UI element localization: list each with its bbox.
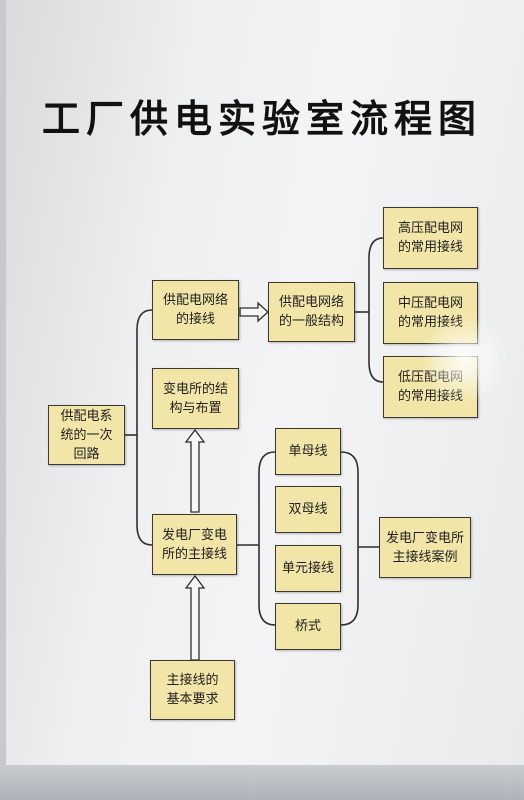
node-double-bus: 双母线 [275,486,341,533]
node-hv-wiring: 高压配电网 的常用接线 [383,207,478,269]
node-cases: 发电厂变电所 主接线案例 [379,517,471,578]
node-system-loop: 供配电系 统的一次 回路 [48,405,125,465]
node-network-structure: 供配电网络 的一般结构 [268,282,355,342]
arrow-req-to-main [184,574,206,661]
node-substation-layout: 变电所的结 构与布置 [152,368,239,429]
node-single-bus: 单母线 [275,428,341,475]
bottom-strip [0,765,524,800]
page-title: 工厂供电实验室流程图 [41,97,482,141]
arrow-wiring-to-structure [239,301,269,323]
bracket-top-right [368,237,384,383]
bracket-left [136,309,153,546]
light-glare [420,315,510,405]
bracket-bus-left [258,451,276,626]
node-bridge: 桥式 [275,603,341,650]
node-unit-wiring: 单元接线 [275,545,341,592]
node-basic-requirements: 主接线的 基本要求 [150,660,235,720]
node-network-wiring: 供配电网络 的接线 [152,280,239,340]
node-plant-main-wiring: 发电厂变电 所的主接线 [152,514,237,575]
bracket-bus-right [340,451,359,626]
arrow-main-to-layout [184,428,206,513]
